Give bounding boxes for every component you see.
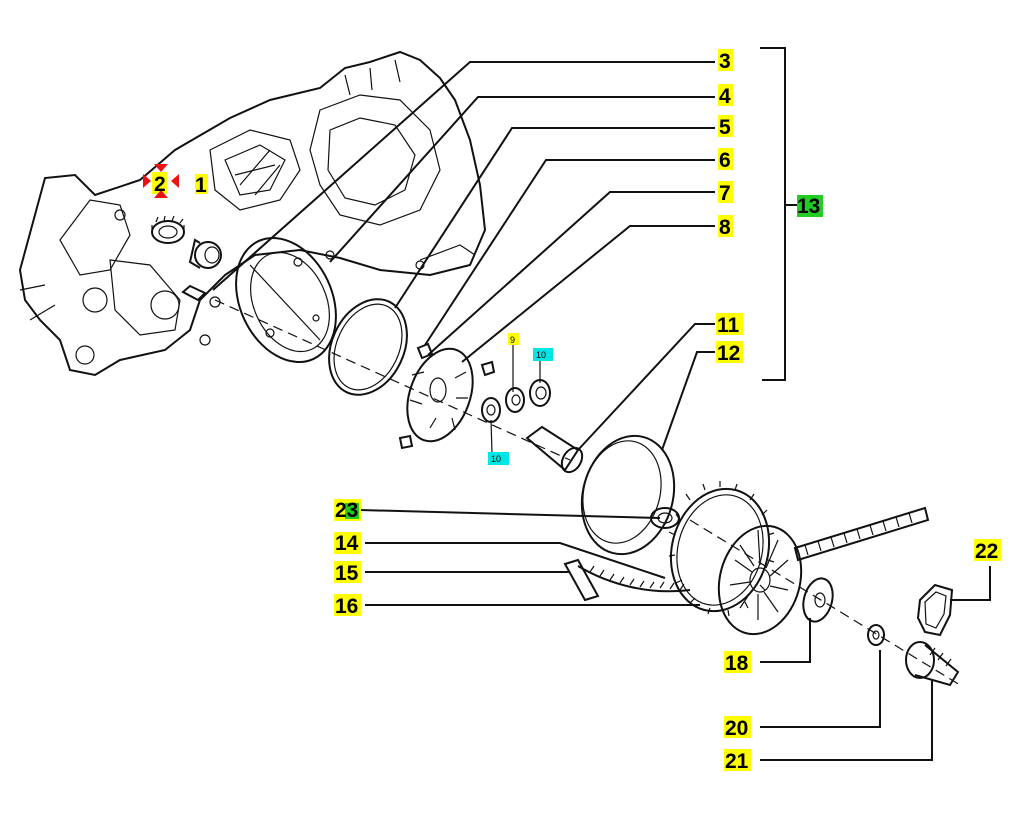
label-14-highlight bbox=[334, 532, 361, 554]
part-20-bushing bbox=[867, 624, 885, 646]
part-7-variator-plate bbox=[398, 342, 496, 450]
label-9-highlight bbox=[508, 333, 519, 345]
label-15-highlight bbox=[334, 561, 361, 583]
label-7-highlight bbox=[718, 181, 733, 203]
part-14-belt bbox=[563, 506, 930, 602]
label-8: 8 bbox=[719, 216, 731, 239]
label-2-highlight bbox=[152, 172, 167, 194]
part-1-bushing bbox=[188, 238, 222, 269]
label-22: 22 bbox=[975, 540, 998, 563]
crankcase-housing bbox=[18, 50, 487, 377]
label-12-highlight bbox=[716, 341, 743, 363]
label-3-highlight bbox=[718, 49, 733, 71]
label-1: 1 bbox=[195, 174, 207, 197]
part-9-10-washers bbox=[481, 379, 551, 423]
label-7: 7 bbox=[719, 182, 731, 205]
label-11-highlight bbox=[716, 313, 743, 335]
label-3: 3 bbox=[719, 50, 731, 73]
label-5: 5 bbox=[719, 116, 731, 139]
part-11-sleeve bbox=[525, 425, 584, 474]
label-10b-highlight bbox=[488, 452, 509, 465]
label-20-highlight bbox=[724, 716, 751, 738]
label-13-highlight bbox=[797, 195, 823, 217]
part-2-gear bbox=[151, 215, 185, 244]
label-12: 12 bbox=[717, 342, 740, 365]
label-15: 15 bbox=[335, 562, 359, 585]
part-12-pulley bbox=[580, 434, 680, 556]
label-10a: 10 bbox=[536, 350, 546, 360]
label-18-highlight bbox=[724, 651, 751, 673]
label-10b: 10 bbox=[491, 454, 501, 464]
part-16-clutch-gear bbox=[668, 481, 775, 617]
label-10a-highlight bbox=[533, 348, 553, 361]
part-labels: 1 2 3 4 5 6 7 8 9 10 10 11 12 bbox=[143, 49, 1001, 773]
label-13: 13 bbox=[797, 195, 820, 218]
move-arrows-icon bbox=[143, 164, 179, 198]
part-22-gasket bbox=[916, 583, 954, 637]
label-6-highlight bbox=[718, 148, 733, 170]
label-18: 18 bbox=[725, 652, 749, 675]
label-5-highlight bbox=[718, 115, 733, 137]
label-6: 6 bbox=[719, 149, 731, 172]
label-16: 16 bbox=[335, 595, 358, 618]
label-23: 23 bbox=[335, 499, 358, 522]
label-4: 4 bbox=[719, 85, 731, 108]
part-4-oring bbox=[328, 298, 408, 396]
part-18-gear bbox=[802, 577, 834, 623]
label-20: 20 bbox=[725, 717, 748, 740]
label-9: 9 bbox=[510, 335, 515, 345]
part-3-cover bbox=[235, 236, 337, 364]
label-21-highlight bbox=[724, 749, 751, 771]
label-16-highlight bbox=[334, 594, 361, 616]
label-8-highlight bbox=[718, 215, 733, 237]
label-2: 2 bbox=[154, 173, 166, 196]
label-14: 14 bbox=[335, 532, 359, 555]
label-4-highlight bbox=[718, 84, 733, 106]
label-21: 21 bbox=[725, 750, 749, 773]
part-fan-drive-face bbox=[717, 524, 803, 636]
label-11: 11 bbox=[717, 314, 740, 337]
leader-lines bbox=[212, 47, 991, 761]
label-23-green-mark bbox=[345, 503, 359, 519]
label-1-highlight bbox=[195, 174, 208, 194]
label-22-highlight bbox=[974, 539, 1001, 561]
